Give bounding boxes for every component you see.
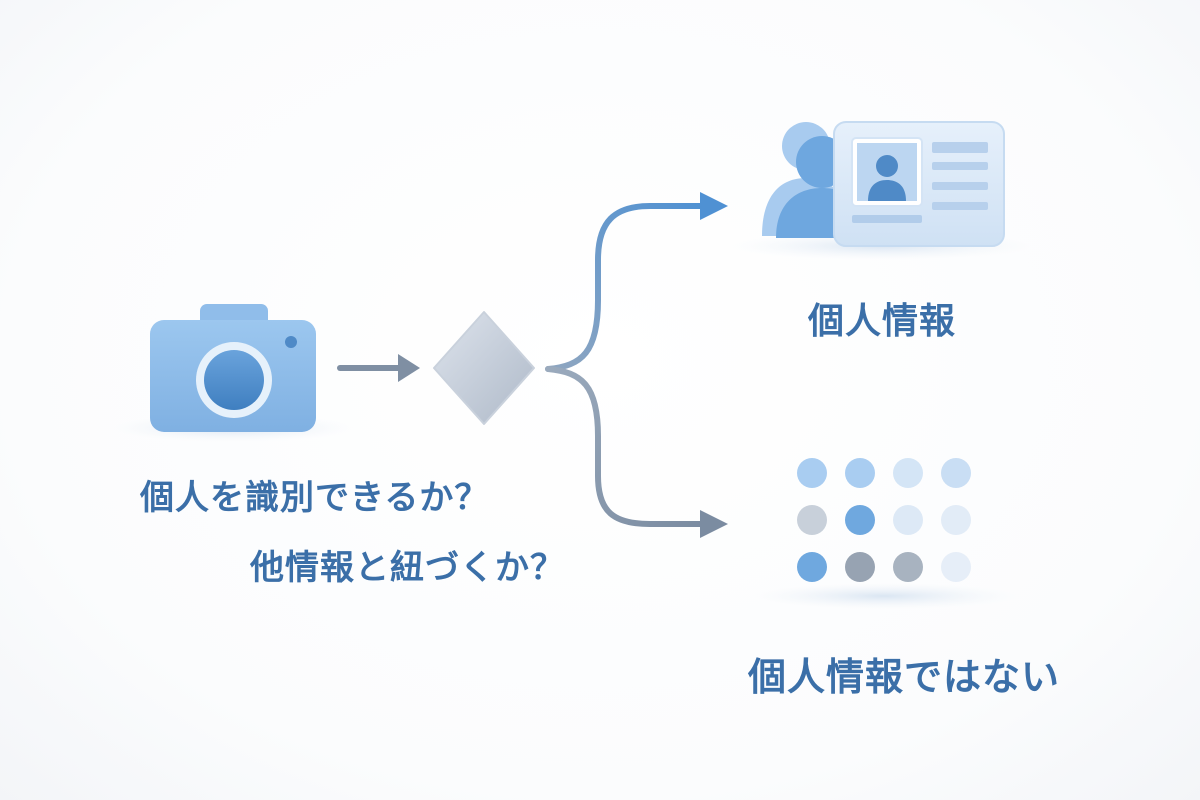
id-card-with-person-icon bbox=[732, 121, 1032, 260]
arrow-to-decision bbox=[337, 354, 420, 382]
dot-grid-icon bbox=[752, 458, 1016, 609]
outcome-not-personal-info: 個人情報ではない bbox=[748, 655, 1061, 699]
question-linked: 他情報と紐づくか？ bbox=[250, 548, 565, 588]
arrow-to-not-personal-info bbox=[545, 366, 728, 538]
arrow-to-personal-info bbox=[545, 192, 728, 372]
camera-icon bbox=[113, 304, 353, 442]
question-identify: 個人を識別できるか？ bbox=[140, 478, 490, 518]
diamond-decision-icon bbox=[433, 311, 535, 425]
outcome-personal-info: 個人情報 bbox=[808, 301, 957, 342]
